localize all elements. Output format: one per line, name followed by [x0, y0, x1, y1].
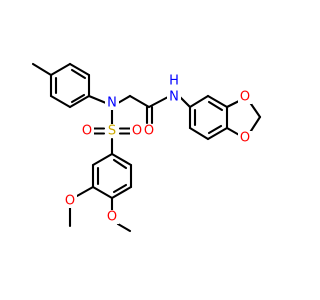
dioxole-oxygen-top-label: O — [240, 90, 250, 105]
atom-layer: O H N N S O O O O — [63, 74, 252, 225]
dioxole-oxygen-top-atom: O — [238, 90, 252, 105]
sulfur-atom: S — [105, 124, 119, 139]
bond-dmp-inner-2 — [112, 183, 128, 194]
dioxole-oxygen-bottom-label: O — [240, 131, 250, 146]
bond-ch2-carbonyl — [128, 94, 151, 109]
bond-tolyl-4 — [68, 94, 91, 109]
bond-methyl — [31, 62, 53, 77]
bond-nh-aryl — [178, 95, 192, 109]
bond-methoxy4-me — [116, 222, 132, 233]
bond-dmp-1 — [91, 152, 114, 167]
methoxy-oxygen-3-atom: O — [63, 194, 77, 209]
sulfonyl-oxygen-left-atom: O — [80, 124, 94, 139]
bond-n-ch2 — [116, 94, 132, 105]
bond-tolyl-inner-2 — [70, 93, 86, 104]
sulfonyl-oxygen-right-label: O — [132, 124, 142, 139]
bond-tolyl-inner-1 — [70, 68, 87, 80]
bond-dmp-3 — [91, 185, 114, 200]
methoxy-oxygen-4-atom: O — [105, 210, 119, 225]
sulfonyl-oxygen-right-atom: O — [130, 124, 144, 139]
bond-tolyl-5 — [49, 94, 72, 109]
amide-nh-atom: H N — [167, 74, 181, 105]
dioxole-oxygen-bottom-atom: O — [238, 131, 252, 146]
amide-nh-hydrogen-label: H — [169, 74, 179, 89]
amide-nh-nitrogen-label: N — [169, 90, 179, 105]
amide-oxygen-label: O — [144, 124, 154, 139]
bond-layer — [31, 62, 262, 233]
sulfonamide-nitrogen-label: N — [107, 96, 117, 111]
sulfur-label: S — [108, 124, 116, 139]
bond-dmp-inner-3 — [112, 158, 128, 170]
bond-bdo-1 — [188, 94, 210, 109]
bond-tolyl-2 — [68, 62, 91, 77]
bond-dmp-4 — [110, 185, 133, 200]
sulfonyl-oxygen-left-label: O — [82, 124, 92, 139]
bond-bdo-inner-2 — [207, 124, 223, 135]
methoxy-oxygen-4-label: O — [107, 210, 117, 225]
bond-bdo-5 — [188, 126, 210, 141]
bond-carbonyl-nh — [147, 95, 170, 109]
bond-methoxy3-o — [75, 185, 95, 198]
bond-bdo-2 — [206, 94, 229, 109]
molecule-structure: O H N N S O O O O — [31, 62, 262, 233]
bond-tolyl-1 — [49, 62, 72, 77]
bond-dmp-6 — [110, 152, 133, 167]
bond-bdo-inner-1 — [207, 100, 224, 112]
sulfonamide-nitrogen-atom: N — [105, 96, 119, 111]
amide-oxygen-atom: O — [142, 124, 156, 139]
structure-canvas: O H N N S O O O O — [31, 62, 262, 233]
bond-tolyl-n — [87, 94, 108, 105]
bond-bdo-4 — [206, 126, 229, 141]
methoxy-oxygen-3-label: O — [65, 194, 75, 209]
